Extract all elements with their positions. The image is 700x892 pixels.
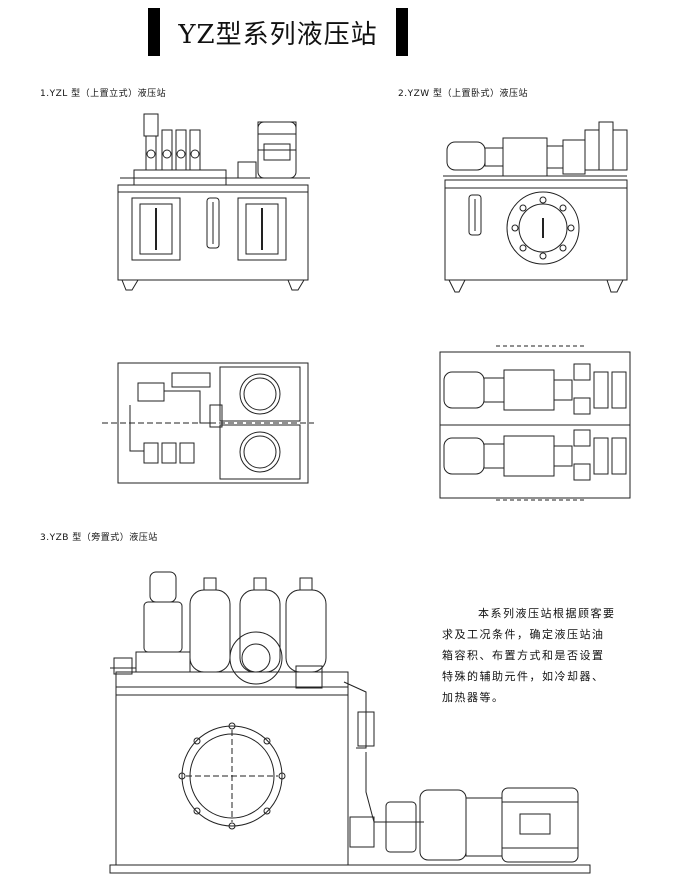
- yzl-front-view-drawing: [110, 100, 320, 295]
- description-line: 箱容积、布置方式和是否设置: [442, 649, 605, 662]
- title-right-bracket: [396, 8, 408, 56]
- figure-2-caption: 2.YZW 型（上置卧式）液压站: [398, 89, 529, 99]
- tank-outline: [118, 363, 308, 483]
- description-line: 求及工况条件，确定液压站油: [442, 628, 605, 641]
- yzw-front-view-drawing: [435, 100, 635, 295]
- page-title-block: YZ型系列液压站: [148, 8, 408, 56]
- title-left-bracket: [148, 8, 160, 56]
- page-title: YZ型系列液压站: [178, 20, 378, 50]
- yzb-station-drawing: [100, 562, 590, 882]
- description-line: 特殊的辅助元件，如冷却器、: [442, 670, 605, 683]
- yzl-top-view-drawing: [100, 355, 315, 490]
- description-line: 本系列液压站根据顾客要: [478, 607, 616, 620]
- description-line: 加热器等。: [442, 691, 505, 704]
- yzw-top-view-drawing: [436, 342, 636, 502]
- tank-outline: [445, 180, 627, 280]
- description-note: 本系列液压站根据顾客要 求及工况条件，确定液压站油 箱容积、布置方式和是否设置 …: [442, 603, 632, 708]
- figure-3-caption: 3.YZB 型（旁置式）液压站: [40, 533, 158, 543]
- figure-1-caption: 1.YZL 型（上置立式）液压站: [40, 89, 167, 99]
